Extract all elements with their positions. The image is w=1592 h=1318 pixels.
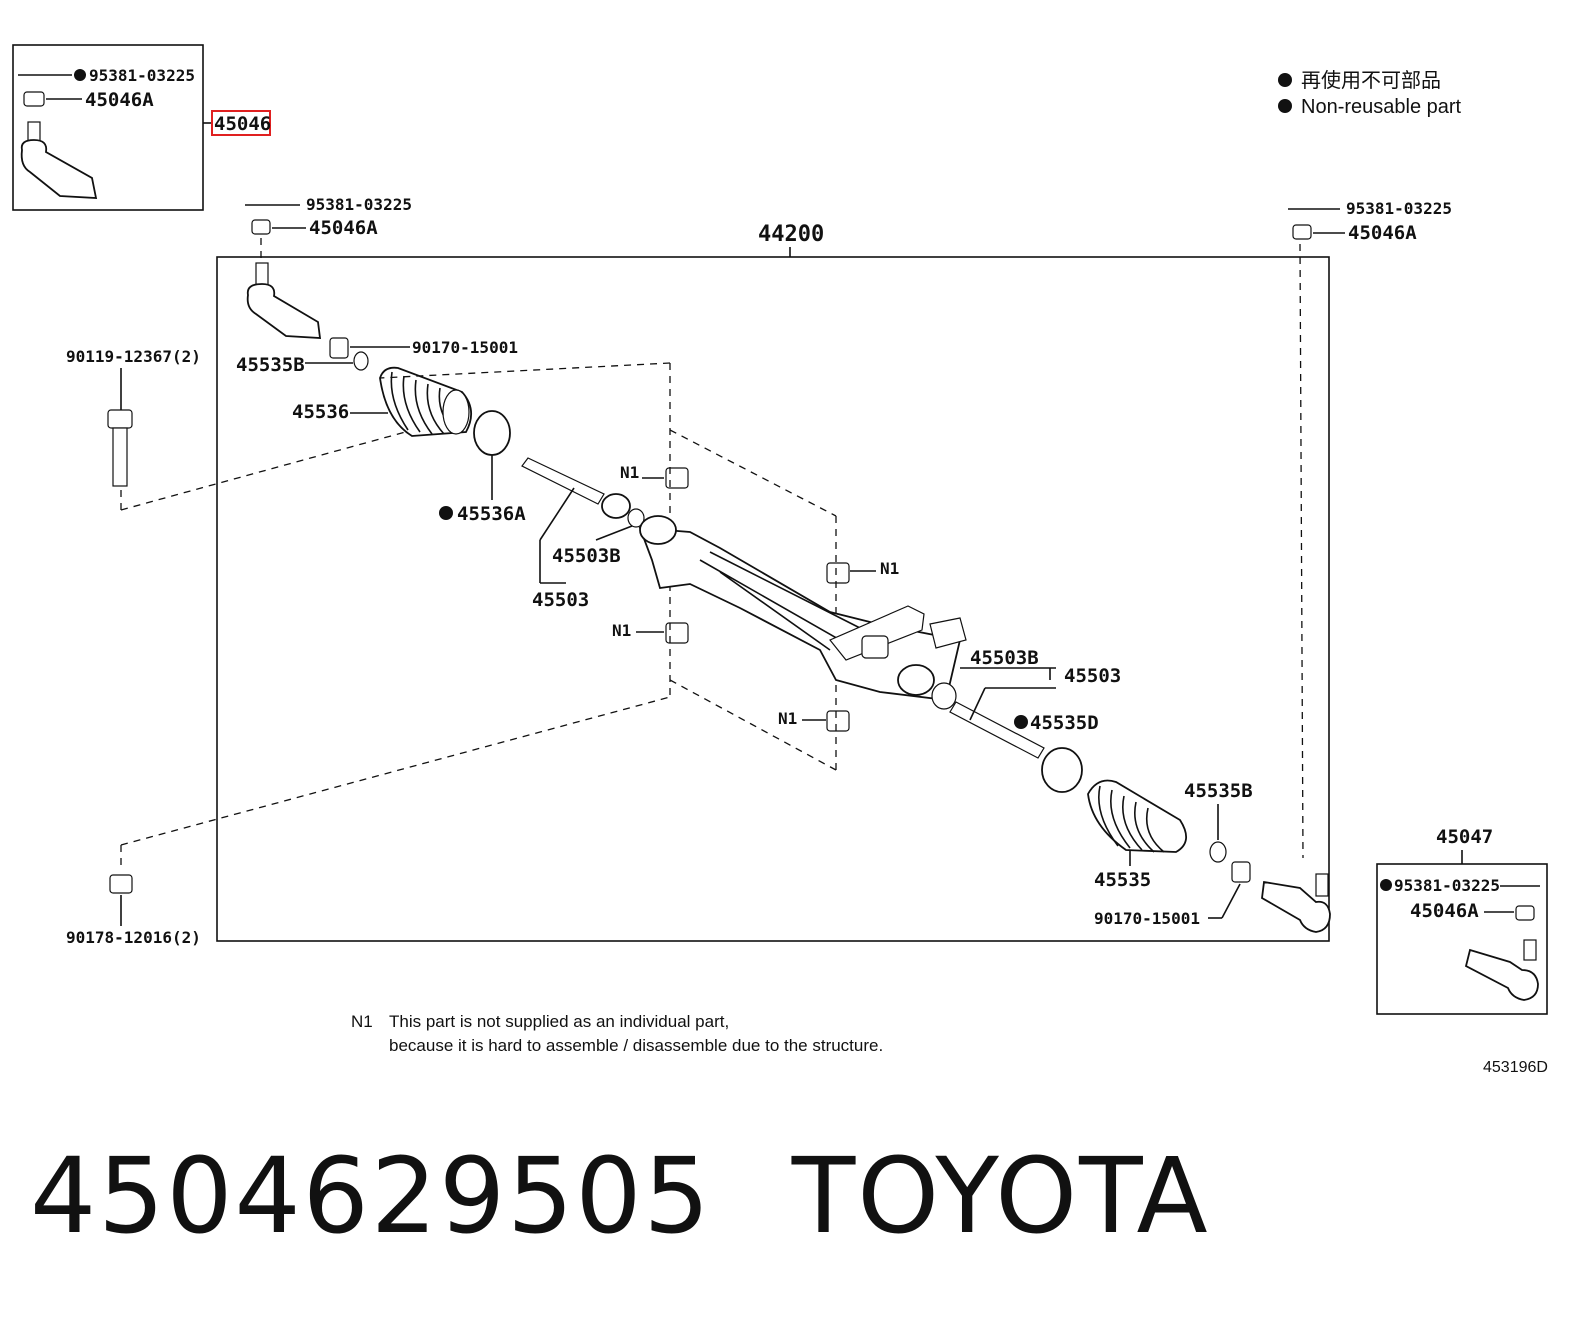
inset-left-nut[interactable]: 45046A <box>85 89 154 111</box>
n1-label-b[interactable]: N1 <box>880 559 899 578</box>
inset-left-frame <box>12 44 204 211</box>
band-top-label[interactable]: 45536A <box>457 503 526 525</box>
inset-left-assembly-highlight[interactable]: 45046 <box>214 113 271 135</box>
assembly-frame <box>216 256 1330 942</box>
rack-end-top-icon <box>521 457 645 528</box>
inset-right-frame <box>1376 863 1548 1015</box>
bolt-label[interactable]: 90119-12367(2) <box>66 347 201 366</box>
non-reusable-bullet-icon <box>1278 73 1292 87</box>
non-reusable-bullet-icon <box>74 69 86 81</box>
rack-end-top-label[interactable]: 45503 <box>532 589 589 611</box>
note-code: N1 <box>351 1012 373 1031</box>
clamp-icon <box>353 351 369 371</box>
bolt-icon <box>107 409 133 487</box>
left-cotter-pin-label[interactable]: 95381-03225 <box>306 195 412 214</box>
n1-bushing-icon <box>826 710 850 732</box>
boot-top-label[interactable]: 45536 <box>292 401 349 423</box>
nut-icon <box>1515 905 1535 921</box>
clamp-top-label[interactable]: 45535B <box>236 354 305 376</box>
legend-en: Non-reusable part <box>1301 96 1462 118</box>
n1-bushing-icon <box>826 562 850 584</box>
n1-label-c[interactable]: N1 <box>612 621 631 640</box>
boot-bottom-icon <box>1087 779 1187 853</box>
n1-bushing-icon <box>665 467 689 489</box>
lock-nut-top-label[interactable]: 90170-15001 <box>412 338 518 357</box>
bushing-icon <box>109 874 133 894</box>
lock-nut-icon <box>1231 861 1251 883</box>
band-bottom-label[interactable]: 45535D <box>1030 712 1099 734</box>
non-reusable-bullet-icon <box>1014 715 1028 729</box>
legend-jp: 再使用不可部品 <box>1301 69 1441 92</box>
rack-end-bottom-icon <box>949 701 1045 759</box>
highlight-box <box>211 110 271 136</box>
nut-icon <box>23 91 45 107</box>
lock-nut-bottom-label[interactable]: 90170-15001 <box>1094 909 1200 928</box>
n1-bushing-icon <box>665 622 689 644</box>
tie-rod-end-right <box>1261 873 1331 933</box>
footer-caption: 4504629505 TOYOTA <box>30 1135 1210 1257</box>
part-number: 4504629505 <box>30 1135 712 1257</box>
rack-end-sub-bottom-label[interactable]: 45503B <box>970 647 1039 669</box>
boot-bottom-label[interactable]: 45535 <box>1094 869 1151 891</box>
right-nut-label[interactable]: 45046A <box>1348 222 1417 244</box>
band-top-icon <box>473 410 511 456</box>
rack-end-bottom-label[interactable]: 45503 <box>1064 665 1121 687</box>
nut-icon <box>251 219 271 235</box>
rack-end-sub-top-label[interactable]: 45503B <box>552 545 621 567</box>
bushing-label[interactable]: 90178-12016(2) <box>66 928 201 947</box>
n1-label-a[interactable]: N1 <box>620 463 639 482</box>
lock-nut-icon <box>329 337 349 359</box>
tie-rod-end-icon <box>20 121 98 199</box>
inset-right-assembly-label[interactable]: 45047 <box>1436 826 1493 848</box>
non-reusable-bullet-icon <box>1278 99 1292 113</box>
note-line1: This part is not supplied as an individu… <box>389 1012 729 1031</box>
inset-left-cotter-pin[interactable]: 95381-03225 <box>89 66 195 85</box>
note-line2: because it is hard to assemble / disasse… <box>389 1036 883 1055</box>
boot-top-icon <box>379 366 472 437</box>
inset-right-nut[interactable]: 45046A <box>1410 900 1479 922</box>
right-cotter-pin-label[interactable]: 95381-03225 <box>1346 199 1452 218</box>
band-bottom-icon <box>1041 747 1083 793</box>
non-reusable-bullet-icon <box>1380 879 1392 891</box>
non-reusable-bullet-icon <box>439 506 453 520</box>
inset-right-cotter-pin[interactable]: 95381-03225 <box>1394 876 1500 895</box>
clamp-bottom-label[interactable]: 45535B <box>1184 780 1253 802</box>
n1-label-d[interactable]: N1 <box>778 709 797 728</box>
tie-rod-end-icon <box>1464 939 1539 1001</box>
brand-name: TOYOTA <box>791 1135 1210 1257</box>
clamp-icon <box>1209 841 1227 863</box>
nut-icon <box>1292 224 1312 240</box>
diagram-ref: 453196D <box>1483 1059 1548 1076</box>
left-nut-label[interactable]: 45046A <box>309 217 378 239</box>
tie-rod-end-left <box>246 262 322 339</box>
assembly-label[interactable]: 44200 <box>758 222 824 247</box>
steering-gear-housing-icon <box>638 515 967 710</box>
